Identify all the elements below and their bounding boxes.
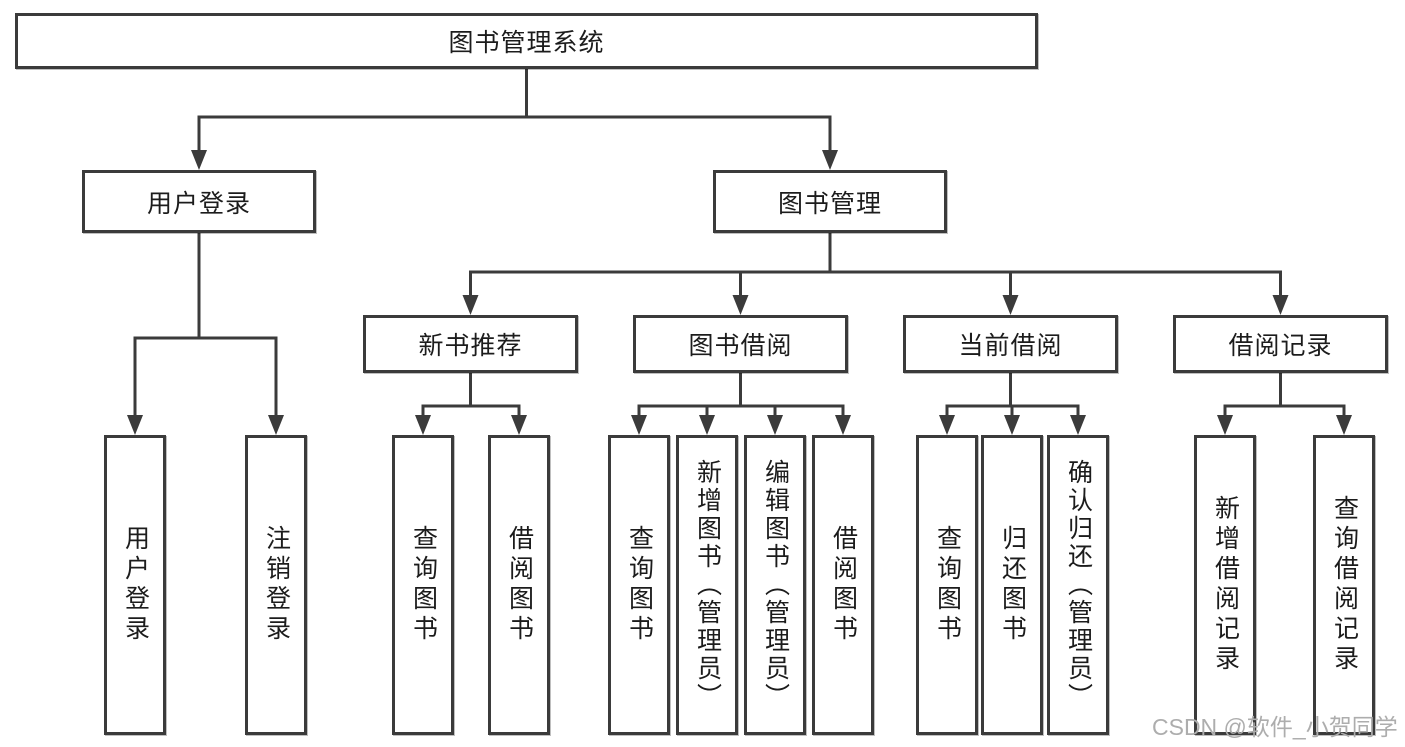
leaf-br-add-record: 新增借阅记录 [1194,435,1256,735]
node-book-management: 图书管理 [713,170,947,233]
leaf-logout: 注销登录 [245,435,307,735]
node-new-book-recommendation: 新书推荐 [363,315,578,373]
leaf-bb-query-book: 查询图书 [608,435,670,735]
node-user-login: 用户登录 [82,170,316,233]
leaf-rec-query-book: 查询图书 [392,435,454,735]
leaf-br-query-record: 查询借阅记录 [1313,435,1375,735]
leaf-rec-borrow-book: 借阅图书 [488,435,550,735]
leaf-bb-add-book-admin: 新增图书（管理员） [676,435,738,735]
leaf-cb-query-book: 查询图书 [916,435,978,735]
node-current-borrowing: 当前借阅 [903,315,1118,373]
node-root: 图书管理系统 [15,13,1038,69]
leaf-bb-borrow-book: 借阅图书 [812,435,874,735]
leaf-cb-return-book: 归还图书 [981,435,1043,735]
node-book-borrowing: 图书借阅 [633,315,848,373]
leaf-user-login: 用户登录 [104,435,166,735]
leaf-bb-edit-book-admin: 编辑图书（管理员） [744,435,806,735]
leaf-cb-confirm-return-admin: 确认归还（管理员） [1047,435,1109,735]
arrowheads [127,150,1352,435]
node-borrowing-records: 借阅记录 [1173,315,1388,373]
